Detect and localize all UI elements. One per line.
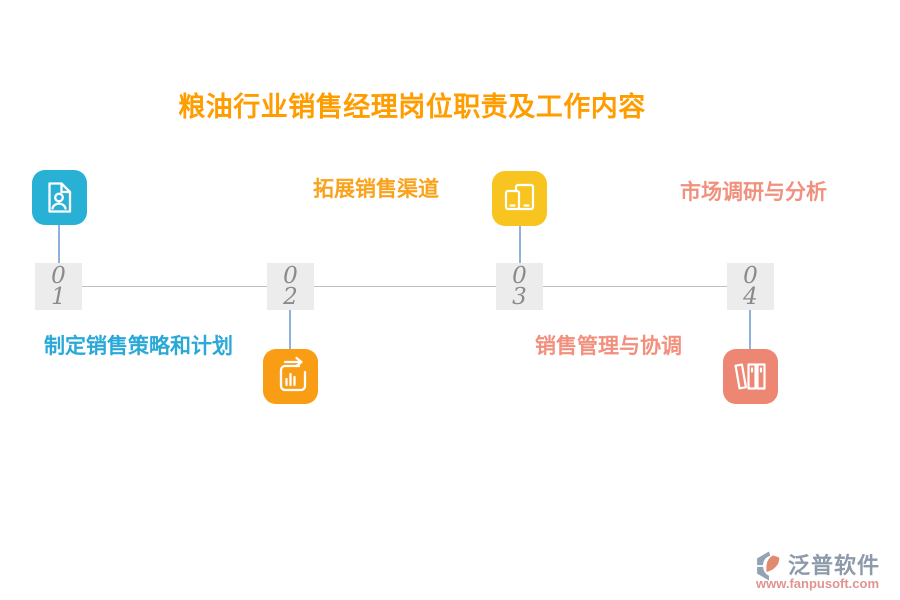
connector-line [749,308,751,351]
profile-document-icon [32,170,87,225]
step-number: 3 [512,283,527,310]
chart-growth-icon [263,349,318,404]
step-number-box: 0 1 [35,263,82,310]
step-number: 2 [283,283,298,310]
timeline-line [59,286,750,287]
watermark-brand: 泛普软件 [788,553,881,578]
step-label: 销售管理与协调 [535,335,682,358]
page-title: 粮油行业销售经理岗位职责及工作内容 [178,92,646,122]
step-number: 0 [512,262,527,289]
connector-line [519,226,521,265]
step-number: 0 [743,262,758,289]
step-number-box: 0 2 [267,263,314,310]
step-number: 4 [743,283,758,310]
step-number: 0 [283,262,298,289]
step-number-box: 0 4 [727,263,774,310]
step-number: 1 [51,283,66,310]
devices-icon [492,171,547,226]
step-number: 0 [51,262,66,289]
fanpu-logo-icon [752,549,786,583]
connector-line [289,308,291,351]
bookshelf-icon [723,349,778,404]
connector-line [58,225,60,265]
step-label: 拓展销售渠道 [313,178,439,201]
watermark-url: www.fanpusoft.com [756,576,880,591]
step-number-box: 0 3 [496,263,543,310]
step-label: 市场调研与分析 [680,181,827,204]
step-label: 制定销售策略和计划 [44,335,233,358]
